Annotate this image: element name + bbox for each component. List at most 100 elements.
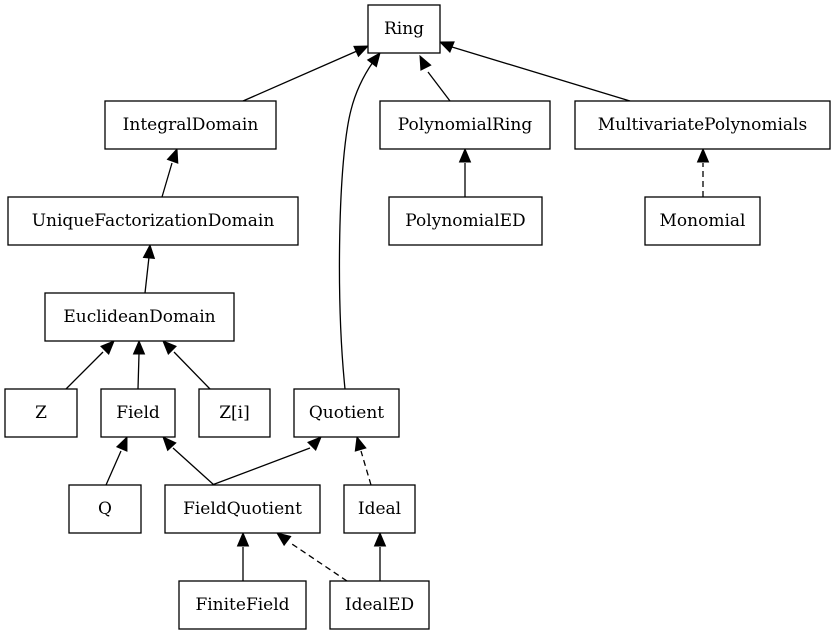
- edge-unique-factorization-domain-to-integral-domain: [161, 147, 179, 198]
- node-quotient: Quotient: [293, 388, 400, 438]
- node-box: [198, 388, 271, 438]
- node-q: Q: [68, 484, 142, 534]
- edge-euclidean-domain-to-unique-factorization-domain: [142, 243, 156, 294]
- arrowhead-icon: [132, 339, 146, 355]
- node-box: [100, 388, 176, 438]
- arrowhead-icon: [458, 147, 472, 163]
- node-label: PolynomialED: [405, 211, 525, 231]
- arrowhead-icon: [162, 340, 177, 355]
- node-label: Ring: [384, 19, 424, 39]
- arrowhead-icon: [353, 45, 370, 58]
- arrowhead-icon: [100, 340, 115, 355]
- edge-line: [338, 61, 374, 390]
- node-box: [7, 196, 299, 246]
- node-label: FiniteField: [195, 595, 289, 615]
- edge-line: [427, 71, 451, 102]
- node-label: Z: [35, 403, 47, 423]
- node-box: [388, 196, 543, 246]
- arrowhead-icon: [696, 147, 710, 163]
- arrowhead-icon: [115, 435, 128, 452]
- arrowhead-icon: [166, 147, 179, 164]
- node-multivariate-polynomials: MultivariatePolynomials: [574, 100, 831, 150]
- edge-line: [65, 351, 104, 390]
- node-box: [164, 484, 321, 534]
- edge-ideal-ed-to-field-quotient: [275, 532, 348, 582]
- node-ideal: Ideal: [343, 484, 416, 534]
- arrowhead-icon: [373, 531, 387, 547]
- node-box: [44, 292, 235, 342]
- arrowhead-icon: [275, 532, 292, 547]
- arrowhead-icon: [419, 54, 432, 71]
- node-box: [367, 4, 441, 54]
- node-monomial: Monomial: [644, 196, 761, 246]
- node-label: IntegralDomain: [123, 115, 259, 135]
- node-box: [178, 580, 307, 630]
- node-z: Z: [4, 388, 78, 438]
- edge-line: [173, 351, 211, 390]
- edge-polynomial-ed-to-polynomial-ring: [458, 147, 472, 197]
- node-label: Z[i]: [219, 403, 250, 423]
- node-label: Q: [98, 499, 112, 519]
- node-ideal-ed: IdealED: [329, 580, 430, 630]
- edge-field-quotient-to-field: [162, 436, 215, 486]
- edge-finite-field-to-field-quotient: [236, 531, 250, 581]
- edge-line: [105, 450, 122, 486]
- edge-field-quotient-to-quotient: [211, 436, 322, 486]
- arrowhead-icon: [162, 436, 177, 452]
- edge-multivariate-polynomials-to-ring: [438, 41, 631, 102]
- edge-q-to-field: [105, 435, 128, 486]
- node-label: Quotient: [309, 403, 384, 423]
- edge-line: [242, 50, 358, 102]
- node-integral-domain: IntegralDomain: [104, 100, 277, 150]
- node-polynomial-ed: PolynomialED: [388, 196, 543, 246]
- edge-line: [451, 46, 631, 102]
- node-polynomial-ring: PolynomialRing: [379, 100, 551, 150]
- node-finite-field: FiniteField: [178, 580, 307, 630]
- node-box: [4, 388, 78, 438]
- node-label: FieldQuotient: [183, 499, 302, 519]
- edge-z-i-to-euclidean-domain: [162, 340, 211, 390]
- node-z-i: Z[i]: [198, 388, 271, 438]
- node-label: Monomial: [660, 211, 746, 231]
- node-euclidean-domain: EuclideanDomain: [44, 292, 235, 342]
- edge-field-to-euclidean-domain: [132, 339, 146, 390]
- node-field-quotient: FieldQuotient: [164, 484, 321, 534]
- node-box: [379, 100, 551, 150]
- node-box: [329, 580, 430, 630]
- arrowhead-icon: [366, 51, 381, 68]
- node-box: [644, 196, 761, 246]
- node-label: IdealED: [345, 595, 414, 615]
- node-box: [68, 484, 142, 534]
- arrowhead-icon: [307, 436, 322, 451]
- node-field: Field: [100, 388, 176, 438]
- edge-line: [211, 447, 311, 486]
- edge-line: [137, 353, 140, 390]
- edge-line: [172, 447, 215, 486]
- edge-monomial-to-multivariate-polynomials: [696, 147, 710, 197]
- node-unique-factorization-domain: UniqueFactorizationDomain: [7, 196, 299, 246]
- node-box: [293, 388, 400, 438]
- node-label: EuclideanDomain: [63, 307, 215, 327]
- arrowhead-icon: [354, 435, 367, 452]
- arrowhead-icon: [142, 243, 156, 259]
- arrowhead-icon: [236, 531, 250, 547]
- node-label: MultivariatePolynomials: [598, 115, 807, 135]
- node-ring: Ring: [367, 4, 441, 54]
- edge-polynomial-ring-to-ring: [419, 54, 451, 102]
- node-box: [343, 484, 416, 534]
- node-box: [574, 100, 831, 150]
- edge-quotient-to-ring: [338, 51, 381, 390]
- edge-line: [161, 162, 173, 198]
- edge-ideal-to-quotient: [354, 435, 372, 486]
- edge-line: [288, 541, 348, 582]
- node-label: Ideal: [358, 499, 401, 519]
- edge-integral-domain-to-ring: [242, 45, 370, 102]
- node-label: PolynomialRing: [398, 115, 533, 135]
- edge-z-to-euclidean-domain: [65, 340, 115, 390]
- arrowhead-icon: [438, 41, 455, 53]
- node-label: Field: [116, 403, 160, 423]
- edge-line: [144, 256, 150, 294]
- node-label: UniqueFactorizationDomain: [32, 211, 275, 231]
